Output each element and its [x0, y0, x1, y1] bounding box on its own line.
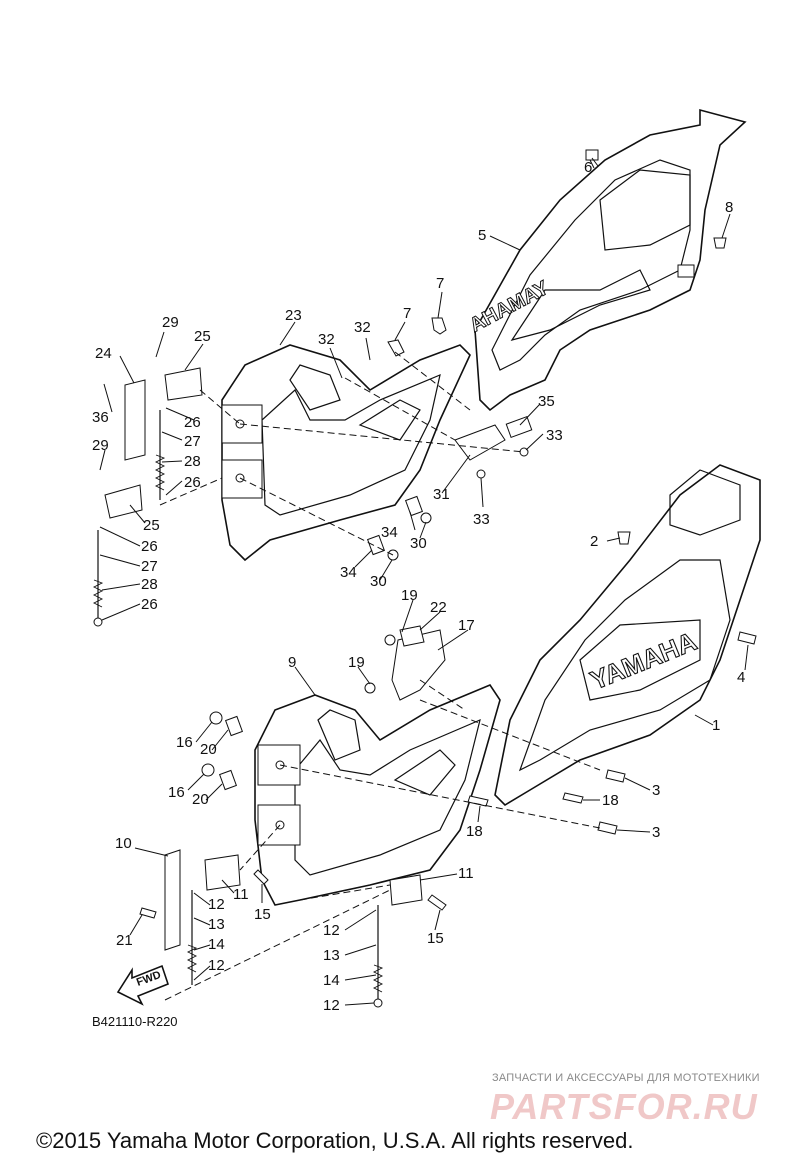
callout-labels: 6 8 5 7 7 23 32 32 35 33 31 33 34 30 34 …	[92, 159, 745, 1014]
callout-24: 24	[95, 345, 112, 362]
callout-26: 26	[184, 414, 201, 431]
callout-21: 21	[116, 932, 133, 949]
callout-25b: 25	[143, 517, 160, 534]
callout-28: 28	[184, 453, 201, 470]
copyright-notice: ©2015 Yamaha Motor Corporation, U.S.A. A…	[36, 1128, 634, 1153]
callout-34: 34	[381, 524, 398, 541]
callout-3b: 3	[652, 824, 660, 841]
callout-11b: 11	[458, 865, 474, 882]
callout-12d: 12	[323, 997, 340, 1014]
callout-16: 16	[176, 734, 193, 751]
callout-23: 23	[285, 307, 302, 324]
callout-30: 30	[410, 535, 427, 552]
callout-12c: 12	[323, 922, 340, 939]
hardware	[92, 149, 757, 1008]
callout-10: 10	[115, 835, 132, 852]
callout-15b: 15	[427, 930, 444, 947]
diagram-code: B421110-R220	[92, 1014, 178, 1029]
callout-15: 15	[254, 906, 271, 923]
callout-26d: 26	[141, 596, 158, 613]
callout-32b: 32	[318, 331, 335, 348]
callout-34b: 34	[340, 564, 357, 581]
callout-35: 35	[538, 393, 555, 410]
callout-12: 12	[208, 896, 225, 913]
callout-8: 8	[725, 199, 733, 216]
fwd-arrow-icon: FWD	[116, 964, 169, 1006]
callout-20: 20	[200, 741, 217, 758]
callout-14: 14	[208, 936, 225, 953]
callout-2: 2	[590, 533, 598, 550]
callout-25: 25	[194, 328, 211, 345]
leader-lines	[99, 157, 749, 1006]
callout-29b: 29	[92, 437, 109, 454]
callout-7: 7	[436, 275, 444, 292]
callout-7b: 7	[403, 305, 411, 322]
callout-17: 17	[458, 617, 475, 634]
watermark-tagline: ЗАПЧАСТИ И АКСЕССУАРЫ ДЛЯ МОТОТЕХНИКИ	[492, 1072, 760, 1084]
callout-30b: 30	[370, 573, 387, 590]
callout-26c: 26	[141, 538, 158, 555]
upper-door-panel: YAMAHA	[466, 108, 747, 412]
callout-22: 22	[430, 599, 447, 616]
callout-3: 3	[652, 782, 660, 799]
callout-13: 13	[208, 916, 225, 933]
callout-20b: 20	[192, 791, 209, 808]
callout-19: 19	[401, 587, 418, 604]
callout-18: 18	[602, 792, 619, 809]
alignment-lines	[159, 351, 601, 1001]
callout-14b: 14	[323, 972, 340, 989]
callout-1: 1	[712, 717, 720, 734]
callout-18b: 18	[466, 823, 483, 840]
lower-door-panel: YAMAHA	[494, 464, 761, 807]
watermark-logo: PARTSFOR.RU	[490, 1086, 758, 1127]
callout-28b: 28	[141, 576, 158, 593]
callout-19b: 19	[348, 654, 365, 671]
upper-door-frame	[221, 344, 471, 562]
callout-6: 6	[584, 159, 592, 176]
callout-36: 36	[92, 409, 109, 426]
callout-31: 31	[433, 486, 450, 503]
callout-32: 32	[354, 319, 371, 336]
callout-33b: 33	[473, 511, 490, 528]
callout-13b: 13	[323, 947, 340, 964]
callout-4: 4	[737, 669, 745, 686]
callout-27b: 27	[141, 558, 158, 575]
callout-5: 5	[478, 227, 486, 244]
callout-27: 27	[184, 433, 201, 450]
callout-33: 33	[546, 427, 563, 444]
callout-16b: 16	[168, 784, 185, 801]
callout-11: 11	[233, 886, 249, 903]
callout-9: 9	[288, 654, 296, 671]
callout-26b: 26	[184, 474, 201, 491]
callout-29: 29	[162, 314, 179, 331]
lower-door-frame	[254, 684, 501, 906]
callout-12b: 12	[208, 957, 225, 974]
